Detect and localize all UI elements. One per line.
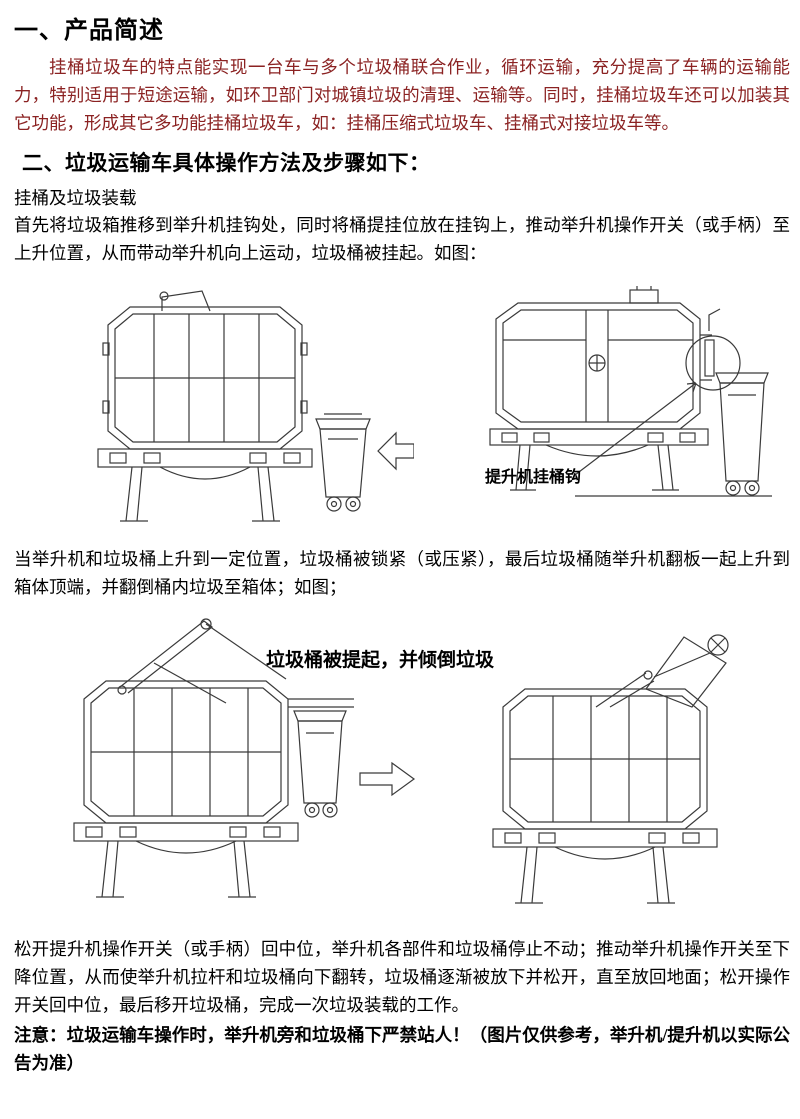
garbage-bin <box>293 710 347 818</box>
truck-box-outline <box>495 302 701 430</box>
truck-box-outline <box>107 306 303 450</box>
right-support-legs <box>252 466 280 522</box>
step3-paragraph: 松开提升机操作开关（或手柄）回中位，举升机各部件和垃圾桶停止不动；推动举升机操作… <box>14 939 790 1015</box>
intro-paragraph: 挂桶垃圾车的特点能实现一台车与多个垃圾桶联合作业，循环运输，充分提高了车辆的运输… <box>14 57 790 133</box>
figure2-caption: 垃圾桶被提起，并倾倒垃圾 <box>266 650 495 671</box>
truck-rear-view <box>492 688 718 904</box>
warning-note: 注意：垃圾运输车操作时，举升机旁和垃圾桶下严禁站人！（图片仅供参考，举升机/提升… <box>14 1025 790 1073</box>
truck-box-outline <box>83 680 289 824</box>
hook-highlight-circle <box>685 335 741 391</box>
section1-heading: 一、产品简述 <box>14 18 164 44</box>
figure2-left-bin-raised-drawing <box>73 618 354 898</box>
figure1-right-bin-hooked-drawing <box>489 286 772 497</box>
figure2-right-bin-dumping-drawing <box>492 634 729 904</box>
figure1-hooking-bin: 提升机挂桶钩 <box>14 275 790 539</box>
lift-arm <box>117 618 287 704</box>
lifter-hook-label: 提升机挂桶钩 <box>485 469 582 486</box>
chassis <box>73 822 299 842</box>
step2-paragraph: 当举升机和垃圾桶上升到一定位置，垃圾桶被锁紧（或压紧），最后垃圾桶随举升机翻板一… <box>14 549 790 597</box>
chassis <box>97 448 313 468</box>
label-pointer-line <box>574 382 697 476</box>
truck-rear-view <box>489 286 709 491</box>
bin-wheel <box>707 634 729 656</box>
truck-rear-view <box>97 290 313 522</box>
figure2-lifting-dumping: 垃圾桶被提起，并倾倒垃圾 <box>14 607 790 925</box>
garbage-bin <box>715 372 769 496</box>
flip-arm <box>595 670 655 708</box>
left-support-legs <box>120 466 148 522</box>
garbage-bin <box>315 413 371 512</box>
sequence-right-arrow <box>359 761 416 797</box>
side-ledge <box>288 698 354 708</box>
top-lifter-mechanism <box>161 290 211 312</box>
top-lifter-mechanism <box>629 289 659 304</box>
chassis <box>489 428 709 446</box>
chassis <box>492 828 718 848</box>
step1-paragraph: 首先将垃圾箱推移到举升机挂钩处，同时将桶提挂位放在挂钩上，推动举升机操作开关（或… <box>14 215 790 263</box>
figure1-left-truck-bin-approach-drawing <box>97 290 414 522</box>
loading-subheading: 挂桶及垃圾装载 <box>14 188 137 208</box>
tipped-garbage-bin <box>645 634 729 708</box>
section2-heading: 二、垃圾运输车具体操作方法及步骤如下： <box>22 151 431 175</box>
truck-rear-view <box>73 680 354 898</box>
push-left-arrow <box>377 431 414 471</box>
truck-box-outline <box>502 688 708 830</box>
lifter-hook <box>700 308 721 381</box>
